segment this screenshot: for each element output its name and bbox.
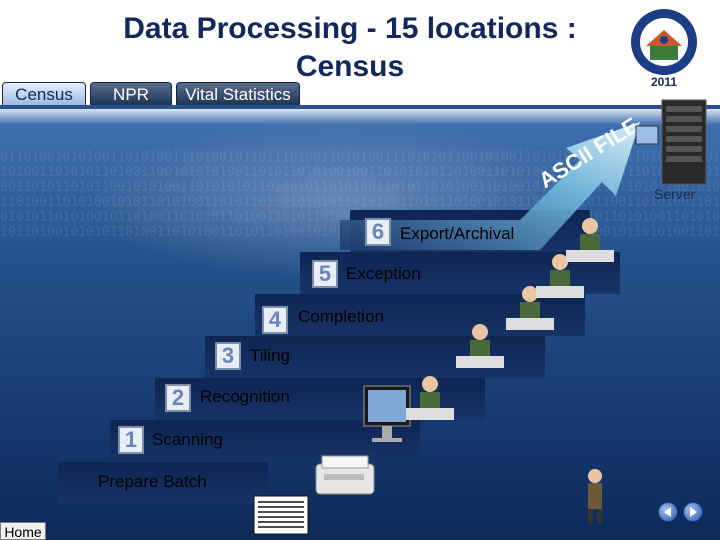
ascii-file-arrow xyxy=(340,122,640,250)
operator-icon xyxy=(406,376,454,420)
logo-year: 2011 xyxy=(651,75,677,89)
step-label-recognition: Recognition xyxy=(200,387,290,406)
next-slide-button[interactable] xyxy=(683,502,703,522)
tab-vital-statistics[interactable]: Vital Statistics xyxy=(176,82,300,106)
step-band-0 xyxy=(58,462,268,504)
operator-icon xyxy=(506,286,554,330)
paper-stack-icon xyxy=(253,495,309,535)
step-number-4: 4 xyxy=(262,306,288,334)
prev-slide-button[interactable] xyxy=(658,502,678,522)
step-label-scanning: Scanning xyxy=(152,430,223,449)
home-button[interactable]: Home xyxy=(0,522,46,540)
title-line-1: Data Processing - 15 locations : xyxy=(123,12,577,45)
server-label: Server xyxy=(654,186,696,202)
step-number-1: 1 xyxy=(118,426,144,454)
step-number-6: 6 xyxy=(365,218,391,246)
step-label-tiling: Tiling xyxy=(250,346,290,365)
server-rack-icon xyxy=(635,99,707,185)
step-label-completion: Completion xyxy=(298,307,384,326)
tab-npr[interactable]: NPR xyxy=(90,82,172,106)
step-number-5: 5 xyxy=(312,260,338,288)
person-icon xyxy=(588,469,602,524)
step-number-3: 3 xyxy=(215,342,241,370)
step-band-1 xyxy=(110,420,420,462)
arrow-left-icon xyxy=(664,507,671,517)
monitor-icon xyxy=(363,385,411,442)
scanner-icon xyxy=(315,455,375,495)
census-of-india-logo: 2011 xyxy=(628,6,700,90)
operator-icon xyxy=(456,324,504,368)
step-label-exception: Exception xyxy=(346,264,421,283)
step-number-2: 2 xyxy=(165,384,191,412)
tab-bar-divider xyxy=(0,105,720,109)
operator-icon xyxy=(536,254,584,298)
step-label-export-archival: Export/Archival xyxy=(400,224,515,243)
step-label-prepare-batch: Prepare Batch xyxy=(98,472,207,491)
arrow-right-icon xyxy=(690,507,697,517)
tab-census[interactable]: Census xyxy=(2,82,86,106)
title-line-2: Census xyxy=(295,50,405,83)
page-title: Data Processing - 15 locations : Census xyxy=(60,10,640,86)
operator-icon xyxy=(566,218,614,262)
